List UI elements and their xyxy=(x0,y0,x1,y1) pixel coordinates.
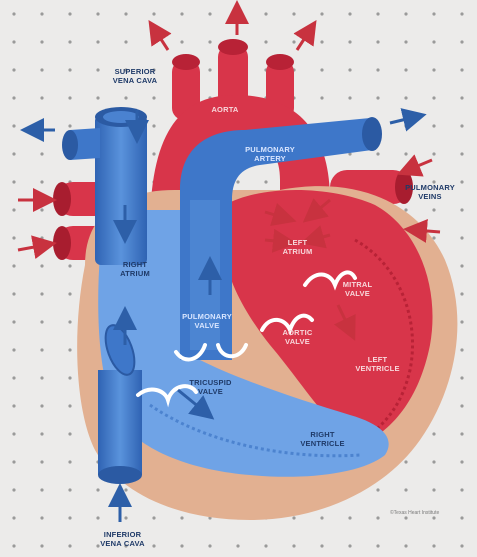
label-left-atrium: LEFT ATRIUM xyxy=(270,238,325,256)
inferior-vena-cava xyxy=(98,370,142,484)
label-aortic-valve: AORTIC VALVE xyxy=(270,328,325,346)
label-right-ventricle: RIGHT VENTRICLE xyxy=(285,430,360,448)
label-left-ventricle: LEFT VENTRICLE xyxy=(340,355,415,373)
label-inferior-vena-cava: INFERIOR VENA CAVA xyxy=(85,530,160,548)
credit-text: ©Texas Heart Institute xyxy=(390,510,439,516)
label-pulmonary-artery: PULMONARY ARTERY xyxy=(235,145,305,163)
label-pulmonary-valve: PULMONARY VALVE xyxy=(172,312,242,330)
label-tricuspid-valve: TRICUSPID VALVE xyxy=(178,378,243,396)
label-pulmonary-veins: PULMONARY VEINS xyxy=(395,183,465,201)
label-mitral-valve: MITRAL VALVE xyxy=(330,280,385,298)
superior-vena-cava xyxy=(95,107,147,265)
label-right-atrium: RIGHT ATRIUM xyxy=(105,260,165,278)
label-aorta: AORTA xyxy=(195,105,255,114)
label-superior-vena-cava: SUPERIOR VENA CAVA xyxy=(95,67,175,85)
